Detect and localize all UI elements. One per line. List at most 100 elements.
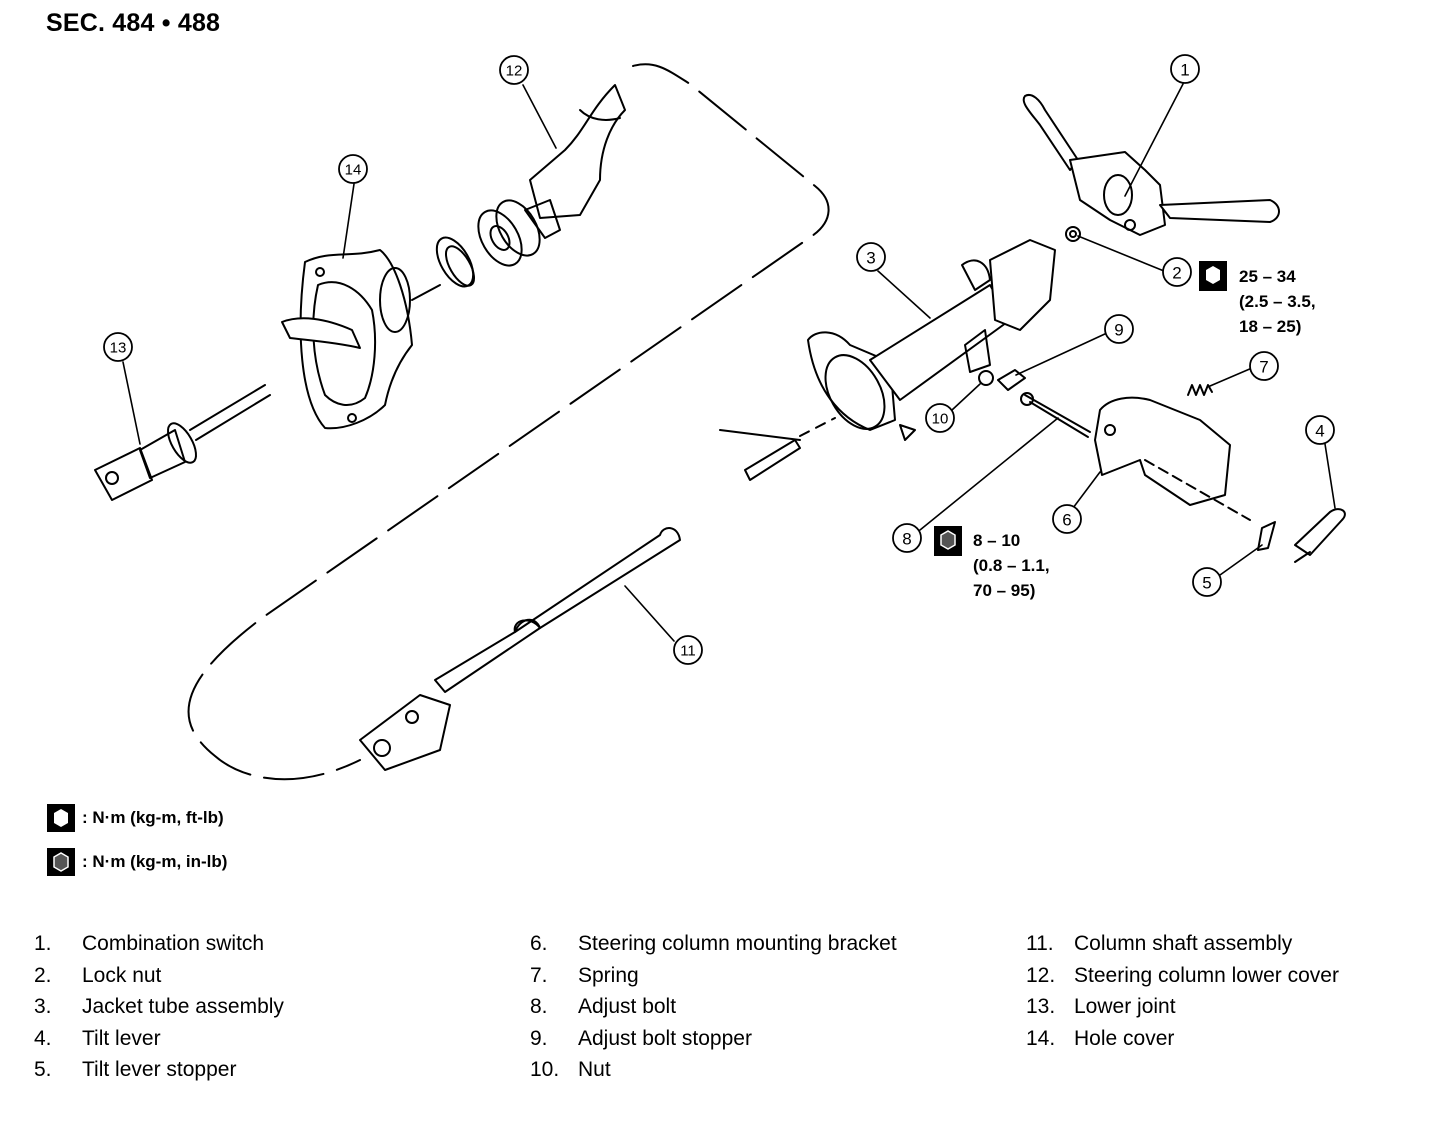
legend-ft-lb: : N·m (kg-m, ft-lb) (46, 803, 224, 833)
callout-11 (673, 635, 703, 665)
part-number: 12. (1026, 963, 1056, 987)
jacket-tube-part (807, 239, 1056, 441)
callout-label-5: 5 (1202, 574, 1211, 593)
ring-part (435, 236, 475, 288)
callout-4 (1305, 415, 1335, 445)
part-name: Spring (578, 963, 639, 987)
part-name: Nut (578, 1058, 611, 1081)
section-title: SEC. 484 • 488 (46, 9, 221, 37)
list-item: 14. Hole cover (1026, 1023, 1339, 1055)
list-item: 9. Adjust bolt stopper (530, 1023, 897, 1055)
part-number: 10. (530, 1058, 560, 1081)
list-item: 3. Jacket tube assembly (34, 991, 284, 1023)
lower-joint-part (94, 384, 271, 501)
mounting-bracket-part (1094, 396, 1251, 521)
list-item: 10. Nut (530, 1054, 897, 1086)
part-number: 1. (34, 932, 52, 955)
part-name: Lower joint (1074, 995, 1176, 1018)
part-number: 7. (530, 963, 548, 987)
callout-label-3: 3 (866, 249, 875, 268)
legend-in-lb: : N·m (kg-m, in-lb) (46, 847, 227, 877)
adjust-bolt-torque-spec: 8 – 10 (0.8 – 1.1, 70 – 95) (973, 528, 1050, 603)
part-number: 6. (530, 932, 548, 955)
part-number: 9. (530, 1026, 548, 1050)
part-number: 11. (1026, 932, 1054, 955)
torque-wrench-open-icon (1199, 261, 1227, 291)
callout-label-1: 1 (1180, 61, 1189, 80)
callout-label-13: 13 (110, 340, 127, 357)
list-item: 13. Lower joint (1026, 991, 1339, 1023)
steering-column-exploded-diagram: 1 2 3 4 5 6 7 8 9 10 11 12 13 14 (94, 54, 1346, 781)
callout-label-4: 4 (1315, 422, 1324, 441)
part-name: Tilt lever stopper (82, 1058, 237, 1081)
spec-line: (2.5 – 3.5, (1239, 292, 1316, 311)
spec-line: (0.8 – 1.1, (973, 556, 1050, 575)
spec-line: 25 – 34 (1239, 267, 1296, 286)
adjust-bolt-stopper-part (997, 369, 1026, 391)
leader-lines (122, 83, 1336, 642)
part-name: Jacket tube assembly (82, 995, 284, 1018)
part-name: Lock nut (82, 963, 162, 987)
spec-line: 8 – 10 (973, 531, 1021, 550)
list-item: 6. Steering column mounting bracket (530, 928, 897, 960)
list-item: 8. Adjust bolt (530, 991, 897, 1023)
callout-3 (856, 242, 886, 272)
part-name: Combination switch (82, 932, 265, 955)
legend-text: : N·m (kg-m, ft-lb) (82, 808, 224, 827)
part-name: Steering column mounting bracket (578, 932, 897, 955)
part-number: 8. (530, 995, 548, 1018)
tilt-lever-part (1294, 508, 1346, 563)
callout-label-6: 6 (1062, 511, 1071, 530)
list-item: 1. Combination switch (34, 928, 284, 960)
part-number: 4. (34, 1026, 52, 1050)
part-name: Steering column lower cover (1074, 963, 1339, 987)
part-number: 2. (34, 963, 52, 987)
list-item: 11. Column shaft assembly (1026, 928, 1339, 960)
callout-label-10: 10 (932, 411, 949, 428)
parts-list-column-2: 6. Steering column mounting bracket 7. Spr… (530, 928, 897, 1086)
part-name: Adjust bolt stopper (578, 1026, 752, 1050)
part-number: 3. (34, 995, 52, 1018)
callout-14 (338, 154, 368, 184)
lock-nut-part (1065, 226, 1081, 242)
adjust-bolt-part (1020, 392, 1091, 438)
torque-wrench-filled-icon (934, 526, 962, 556)
callout-13 (103, 332, 133, 362)
torque-wrench-open-icon (47, 804, 75, 832)
column-shaft-part (359, 417, 836, 771)
bearing-part (477, 199, 541, 267)
tilt-lever-stopper-part (1257, 521, 1276, 551)
lock-nut-torque-spec: 25 – 34 (2.5 – 3.5, 18 – 25) (1239, 264, 1316, 339)
list-item: 7. Spring (530, 960, 897, 992)
callout-10 (925, 403, 955, 433)
callout-label-11: 11 (680, 643, 696, 660)
part-number: 14. (1026, 1026, 1056, 1050)
lower-cover-part (524, 84, 626, 239)
callout-label-14: 14 (345, 162, 362, 179)
callout-label-9: 9 (1114, 321, 1123, 340)
part-name: Adjust bolt (578, 995, 677, 1018)
part-number: 13. (1026, 995, 1056, 1018)
callout-2 (1162, 257, 1192, 287)
nut-part (978, 370, 994, 386)
part-name: Tilt lever (82, 1026, 161, 1050)
part-number: 5. (34, 1058, 52, 1081)
hole-cover-part (281, 249, 441, 430)
part-name: Column shaft assembly (1074, 932, 1293, 955)
callout-label-7: 7 (1259, 358, 1268, 377)
callout-label-2: 2 (1172, 264, 1181, 283)
dashed-assembly-boundary (187, 63, 830, 781)
callout-label-12: 12 (506, 63, 523, 80)
spec-line: 18 – 25) (1239, 317, 1302, 336)
callout-8 (892, 523, 922, 553)
callout-5 (1192, 567, 1222, 597)
callout-1 (1170, 54, 1200, 84)
list-item: 4. Tilt lever (34, 1023, 284, 1055)
torque-wrench-filled-icon (47, 848, 75, 876)
part-name: Hole cover (1074, 1026, 1175, 1050)
callout-7 (1249, 351, 1279, 381)
spec-line: 70 – 95) (973, 581, 1036, 600)
list-item: 5. Tilt lever stopper (34, 1054, 284, 1086)
spring-part (1187, 384, 1213, 396)
callout-6 (1052, 504, 1082, 534)
